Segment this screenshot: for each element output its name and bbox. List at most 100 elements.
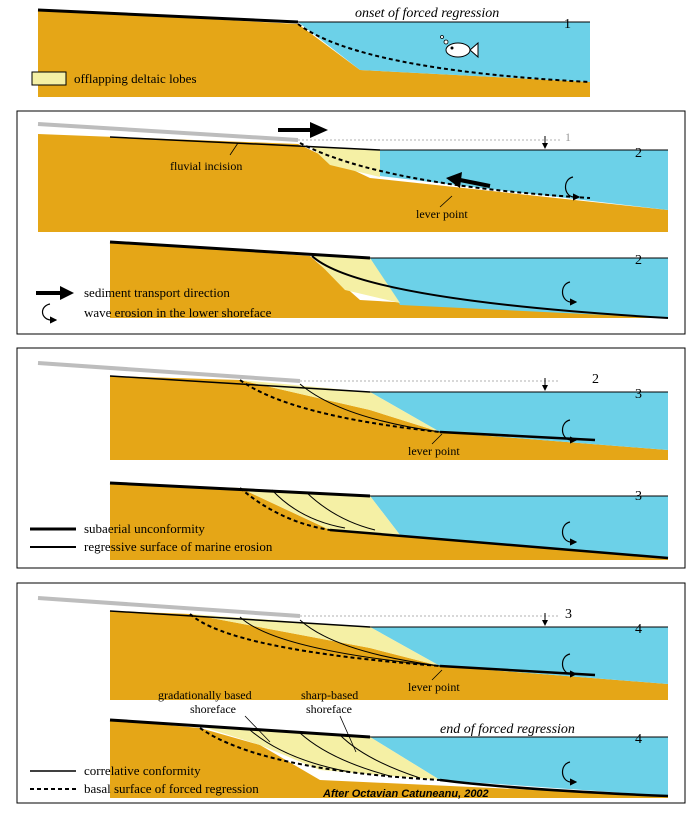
sediment-body bbox=[110, 376, 668, 460]
subaerial-surface bbox=[109, 718, 371, 739]
credit-line: After Octavian Catuneanu, 2002 bbox=[322, 788, 489, 800]
sediment-body bbox=[110, 611, 668, 700]
backward-arrowhead bbox=[446, 172, 462, 188]
basal-surface bbox=[239, 487, 331, 531]
gradational-label-line-1: gradationally based bbox=[158, 688, 252, 702]
lower-stage-number: 2 bbox=[635, 253, 642, 268]
lever-point-label: lever point bbox=[408, 680, 460, 694]
clinoform-line bbox=[239, 616, 441, 667]
panel-3-frame bbox=[16, 347, 686, 569]
panel-2-lower: 2 sediment transport direction wave eros… bbox=[36, 240, 669, 324]
regressive-surface bbox=[439, 430, 596, 442]
legend-transport-label: sediment transport direction bbox=[84, 285, 230, 300]
sediment-body bbox=[110, 720, 668, 798]
deltaic-lobe bbox=[200, 726, 440, 780]
lever-point-label: lever point bbox=[416, 207, 468, 221]
legend-correlative-label: correlative conformity bbox=[84, 763, 201, 778]
subaerial-surface bbox=[109, 375, 371, 393]
sediment-body bbox=[110, 242, 668, 318]
subaerial-surface bbox=[37, 8, 299, 24]
old-surface bbox=[37, 361, 301, 383]
future-basal-surface bbox=[297, 23, 591, 83]
old-surface bbox=[37, 596, 301, 618]
sharp-pointer bbox=[339, 715, 357, 753]
legend-basal-label: basal surface of forced regression bbox=[84, 781, 259, 796]
clinoform-line bbox=[339, 734, 421, 779]
water-body bbox=[370, 627, 668, 684]
prior-stage-number: 2 bbox=[592, 372, 599, 387]
legend-wave-label: wave erosion in the lower shoreface bbox=[84, 305, 272, 320]
fluvial-incision-label: fluvial incision bbox=[170, 159, 242, 173]
sediment-body bbox=[38, 134, 668, 232]
clinoform-line bbox=[249, 729, 351, 773]
lower-stage-number: 3 bbox=[635, 489, 642, 504]
correlative-conformity bbox=[439, 778, 669, 798]
upper-stage-number: 2 bbox=[635, 146, 642, 161]
subaerial-surface bbox=[109, 240, 371, 260]
basal-surface bbox=[311, 255, 669, 319]
lever-point-pointer bbox=[439, 195, 453, 208]
upper-stage-number: 3 bbox=[635, 387, 642, 402]
deltaic-lobe bbox=[310, 146, 380, 177]
clinoform-line bbox=[305, 491, 376, 531]
panel-4-upper: 3 4 lever point bbox=[37, 596, 668, 700]
fish-icon bbox=[440, 35, 479, 59]
fluvial-incision-pointer bbox=[229, 142, 239, 156]
clinoform-line bbox=[299, 619, 441, 667]
clinoform-line bbox=[299, 383, 441, 433]
panel-1-stage-number: 1 bbox=[564, 17, 571, 32]
legend-subaerial-label: subaerial unconformity bbox=[84, 521, 205, 536]
lever-point-pointer bbox=[431, 433, 443, 445]
subaerial-surface bbox=[109, 481, 371, 498]
water-body bbox=[370, 258, 668, 318]
old-surface bbox=[37, 122, 299, 142]
end-title: end of forced regression bbox=[440, 722, 575, 737]
legend-regressive-label: regressive surface of marine erosion bbox=[84, 539, 273, 554]
gradational-label-line-2: shoreface bbox=[190, 702, 236, 716]
wave-erosion-icon bbox=[564, 176, 581, 201]
water-body bbox=[370, 737, 668, 796]
water-body bbox=[380, 150, 668, 210]
wave-erosion-icon bbox=[561, 521, 578, 546]
water-body bbox=[298, 22, 590, 82]
upper-stage-number: 4 bbox=[635, 622, 642, 637]
lever-point-pointer bbox=[431, 669, 443, 681]
gradational-pointer bbox=[244, 715, 271, 743]
prior-stage-number: 3 bbox=[565, 607, 572, 622]
clinoform-line bbox=[271, 489, 346, 529]
deltaic-lobe bbox=[310, 254, 400, 303]
water-body bbox=[370, 496, 668, 558]
wave-erosion-icon bbox=[561, 419, 578, 444]
panel-2-upper: fluvial incision 1 2 lever point bbox=[37, 122, 668, 232]
deltaic-lobe bbox=[190, 614, 440, 666]
panel-4-frame bbox=[16, 582, 686, 804]
sediment-body bbox=[110, 483, 668, 560]
lever-point-label: lever point bbox=[408, 444, 460, 458]
clinoform-line bbox=[299, 732, 391, 777]
regressive-surface bbox=[329, 528, 669, 560]
panel-2-frame bbox=[16, 110, 686, 335]
subaerial-surface bbox=[109, 136, 381, 151]
panel-4-lower: gradationally based shoreface sharp-base… bbox=[30, 688, 669, 800]
subaerial-surface bbox=[109, 610, 371, 628]
panel-3-upper: 2 3 lever point bbox=[37, 361, 668, 460]
sediment-body bbox=[38, 10, 590, 97]
panel-1-title: onset of forced regression bbox=[355, 6, 499, 21]
wave-erosion-icon bbox=[561, 281, 578, 306]
wave-erosion-icon bbox=[561, 761, 578, 786]
legend-wave-icon bbox=[41, 303, 58, 324]
legend-deltaic-label: offlapping deltaic lobes bbox=[74, 71, 197, 86]
sharp-label-line-1: sharp-based bbox=[301, 688, 358, 702]
water-body bbox=[370, 392, 668, 450]
basal-surface bbox=[199, 727, 441, 781]
backward-arrow-icon bbox=[459, 178, 491, 188]
prior-stage-number: 1 bbox=[565, 130, 571, 144]
basal-surface bbox=[239, 379, 441, 433]
panel-3-lower: 3 subaerial unconformity regressive surf… bbox=[30, 481, 669, 560]
deltaic-lobe bbox=[240, 488, 400, 535]
panel-1-onset: onset of forced regression 1 offlapping … bbox=[31, 6, 591, 97]
legend-transport-arrowhead bbox=[60, 286, 74, 300]
legend-deltaic-swatch bbox=[31, 71, 67, 86]
sharp-label-line-2: shoreface bbox=[306, 702, 352, 716]
